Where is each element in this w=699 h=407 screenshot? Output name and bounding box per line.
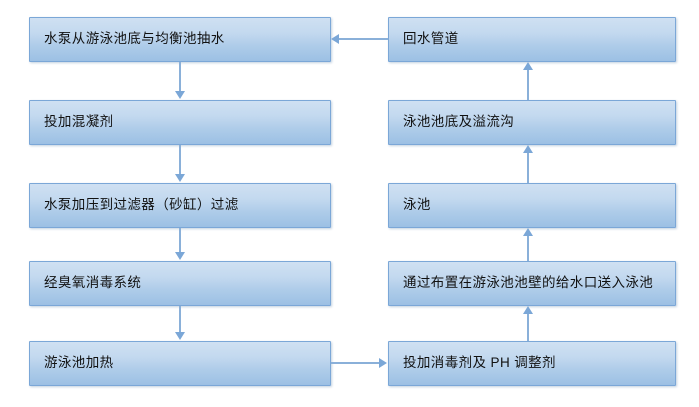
flow-node-L2[interactable]: 投加混凝剂 [29,100,331,145]
connector-line [527,236,529,261]
flow-node-label: 泳池 [403,197,431,213]
arrow-left-icon [331,34,339,44]
connector-line [527,314,529,341]
connector-line [331,362,380,364]
flow-node-L1[interactable]: 水泵从游泳池底与均衡池抽水 [29,17,331,62]
connector-line [179,62,181,92]
flow-node-label: 通过布置在游泳池池壁的给水口送入泳池 [403,275,654,291]
arrow-up-icon [523,62,533,70]
flow-node-label: 水泵从游泳池底与均衡池抽水 [44,31,225,47]
flow-node-label: 投加混凝剂 [44,114,114,130]
flow-node-label: 投加消毒剂及 PH 调整剂 [403,355,556,371]
arrow-down-icon [175,174,185,182]
arrow-up-icon [523,145,533,153]
flow-node-R2[interactable]: 泳池池底及溢流沟 [388,100,676,145]
flow-node-R3[interactable]: 泳池 [388,183,676,228]
flow-node-label: 经臭氧消毒系统 [44,275,142,291]
arrow-up-icon [523,228,533,236]
connector-line [179,145,181,175]
arrow-up-icon [523,306,533,314]
arrow-down-icon [175,91,185,99]
connector-line [527,153,529,183]
arrow-down-icon [175,332,185,340]
flow-node-label: 回水管道 [403,31,459,47]
flow-node-label: 泳池池底及溢流沟 [403,114,515,130]
arrow-right-icon [379,358,387,368]
flow-node-label: 水泵加压到过滤器（砂缸）过滤 [44,197,239,213]
connector-line [527,70,529,100]
flow-node-L4[interactable]: 经臭氧消毒系统 [29,261,331,306]
flow-node-R1[interactable]: 回水管道 [388,17,676,62]
connector-line [339,38,388,40]
flow-node-R5[interactable]: 投加消毒剂及 PH 调整剂 [388,341,676,386]
connector-line [179,306,181,333]
flow-node-label: 游泳池加热 [44,355,114,371]
flow-node-R4[interactable]: 通过布置在游泳池池壁的给水口送入泳池 [388,261,676,306]
arrow-down-icon [175,252,185,260]
flow-node-L3[interactable]: 水泵加压到过滤器（砂缸）过滤 [29,183,331,228]
flow-node-L5[interactable]: 游泳池加热 [29,341,331,386]
connector-line [179,228,181,253]
